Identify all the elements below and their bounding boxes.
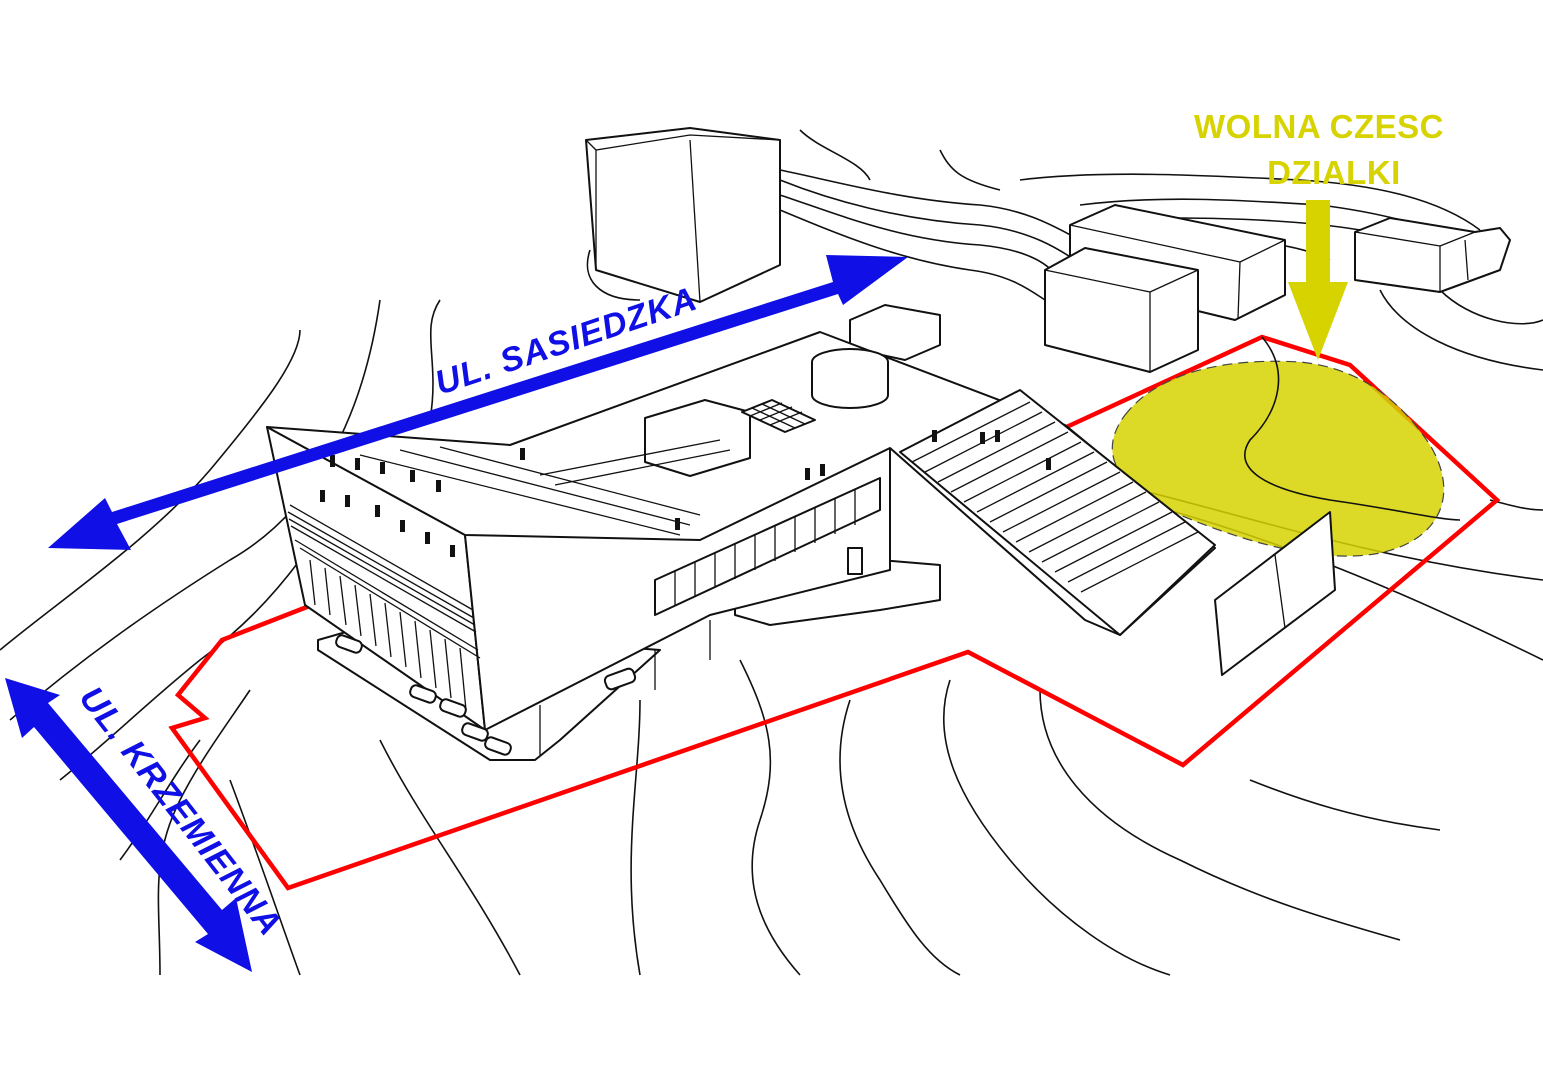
free-area-arrow: [1288, 200, 1348, 360]
contour-line: [1019, 173, 1481, 231]
block-right-2: [1044, 247, 1199, 373]
window-band: [654, 477, 881, 616]
contour-line: [157, 689, 251, 976]
tall-block: [585, 127, 781, 303]
contour-line: [739, 659, 801, 976]
krzemienna-arrow: [5, 678, 252, 972]
contour-line: [229, 779, 301, 976]
main-building: [266, 331, 1336, 761]
facade-louvers: [287, 504, 481, 711]
contour-line: [429, 299, 441, 421]
parked-cars: [335, 634, 637, 756]
contour-line: [1439, 289, 1543, 325]
contour-line: [942, 679, 1171, 976]
contour-line: [9, 299, 381, 721]
window-mullions: [674, 490, 856, 606]
contour-line: [939, 149, 1001, 191]
contour-line: [839, 699, 961, 976]
contour-line: [1244, 336, 1461, 521]
roof-box: [644, 399, 751, 477]
contour-line: [779, 169, 1081, 241]
contour-line: [799, 129, 871, 181]
contour-line: [1249, 779, 1441, 831]
people-figures: [320, 430, 1051, 557]
entrance-door: [847, 547, 863, 575]
contour-line: [630, 699, 641, 976]
label-free-area-line2: DZIALKI: [1267, 154, 1401, 191]
contour-line: [779, 194, 1061, 281]
background-buildings: [585, 127, 1511, 373]
contour-line: [59, 559, 301, 781]
block-far-right: [1354, 217, 1511, 293]
contour-line: [1039, 689, 1401, 941]
contour-line: [1379, 289, 1543, 371]
grand-stairs: [899, 389, 1216, 636]
retaining-wall: [1214, 511, 1336, 676]
sasiedzka-arrow: [48, 255, 908, 550]
contour-line: [779, 209, 1046, 301]
plot-boundary: [168, 334, 1501, 891]
terrain-contours: [0, 129, 1543, 976]
contour-line: [779, 179, 1076, 261]
contour-line: [586, 249, 641, 301]
label-krzemienna: UL. KRZEMIENNA: [72, 680, 290, 944]
contour-line: [0, 329, 301, 651]
contour-line: [379, 739, 521, 976]
label-free-area-line1: WOLNA CZESC: [1194, 108, 1444, 145]
